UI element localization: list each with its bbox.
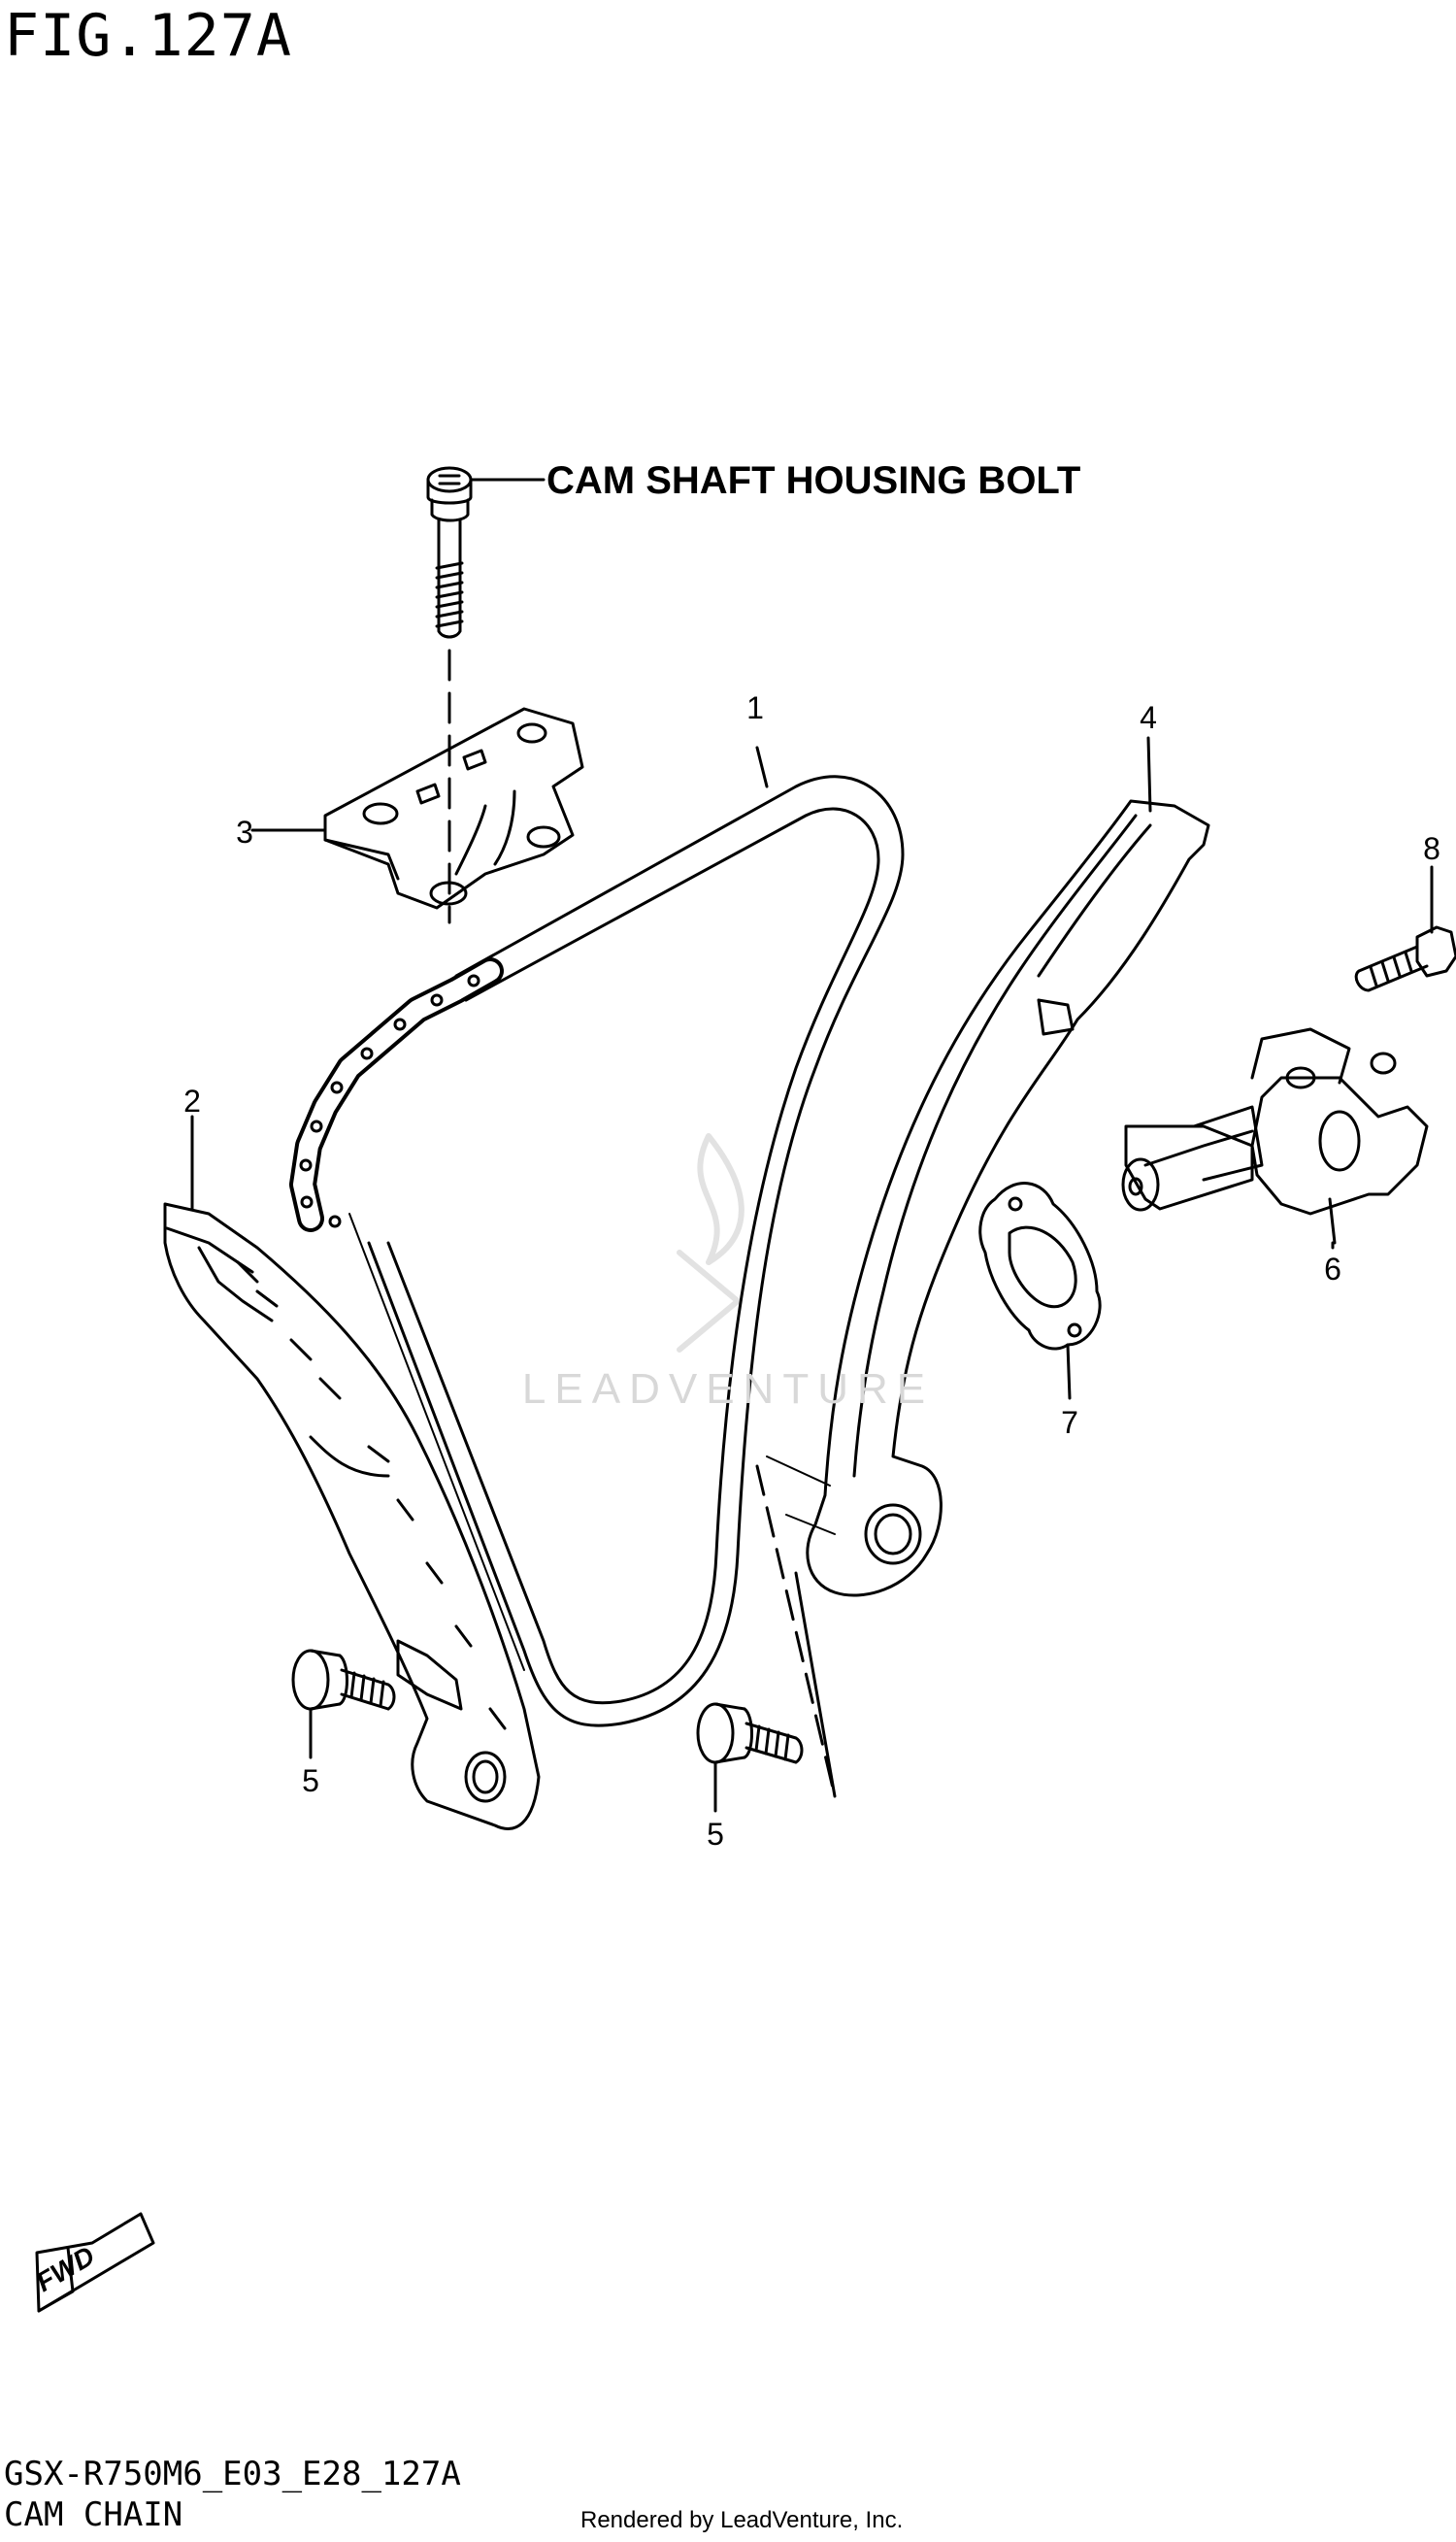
callout-5-left: 5 — [302, 1763, 319, 1798]
callout-5-right: 5 — [707, 1817, 724, 1852]
tensioner-gasket[interactable] — [978, 1182, 1102, 1351]
guide-bolt-left[interactable] — [291, 1649, 396, 1711]
callout-4: 4 — [1140, 700, 1157, 735]
forward-arrow-icon — [35, 2212, 155, 2313]
tensioner-adjuster[interactable] — [1121, 1027, 1429, 1245]
callout-8: 8 — [1423, 831, 1440, 866]
cam-shaft-housing-bolt[interactable] — [426, 466, 546, 639]
leader-1 — [755, 746, 769, 788]
callout-1: 1 — [746, 690, 764, 725]
callout-7: 7 — [1061, 1405, 1078, 1440]
figure-title: FIG.127A — [4, 2, 292, 70]
rendered-by-credit: Rendered by LeadVenture, Inc. — [580, 2507, 904, 2533]
leader-4 — [1146, 736, 1152, 813]
adjuster-bolt[interactable] — [1354, 925, 1456, 992]
leader-7 — [1066, 1343, 1072, 1400]
section-name: CAM CHAIN — [4, 2495, 183, 2534]
callout-6: 6 — [1324, 1252, 1341, 1287]
housing-bolt-label: CAM SHAFT HOUSING BOLT — [546, 459, 1080, 502]
watermark — [677, 1133, 745, 1353]
chain-links — [289, 957, 504, 1232]
chain-guide-front[interactable] — [163, 1202, 541, 1830]
guide-bolt-right[interactable] — [696, 1702, 804, 1764]
watermark-text: LEADVENTURE — [522, 1365, 934, 1413]
callout-2: 2 — [183, 1084, 201, 1119]
chain-tensioner[interactable] — [755, 799, 1210, 1798]
callout-3: 3 — [236, 815, 253, 850]
cam-chain[interactable] — [289, 775, 905, 1727]
model-code: GSX-R750M6_E03_E28_127A — [4, 2455, 461, 2493]
chain-guide-holder[interactable] — [323, 707, 584, 910]
